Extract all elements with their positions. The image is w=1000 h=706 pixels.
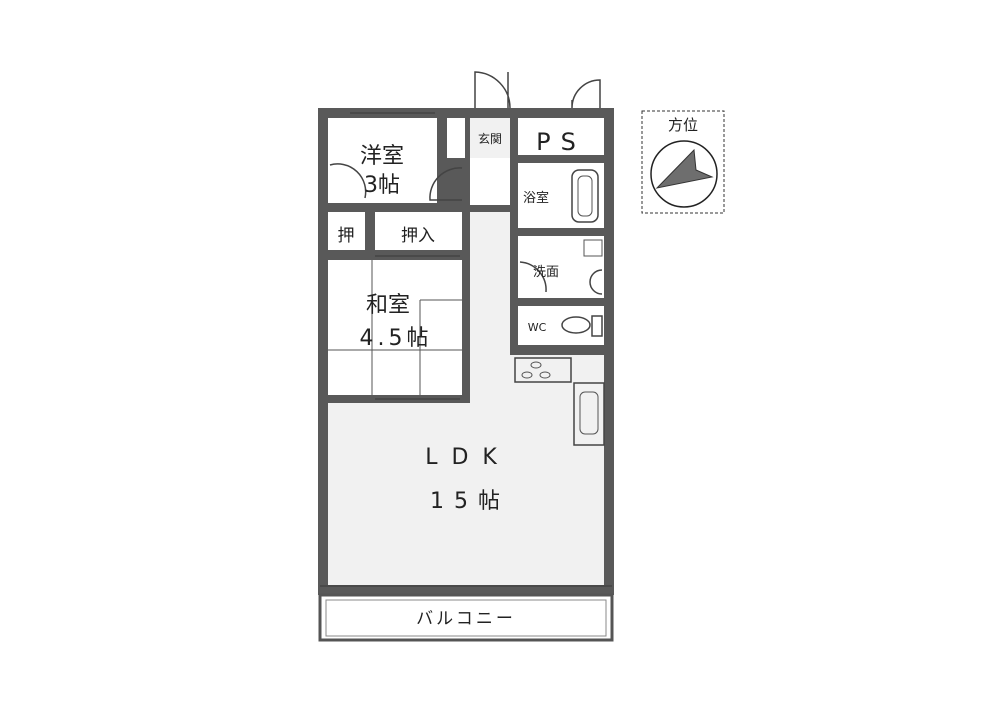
kitchen-area [510, 355, 604, 405]
washroom-door [519, 261, 547, 293]
north-arrow-icon [655, 148, 714, 189]
ps-label: PS [536, 128, 586, 156]
balcony [318, 593, 614, 642]
japanese-room [328, 260, 462, 395]
windows [320, 112, 612, 587]
ps-door [571, 79, 601, 109]
sink-basin [579, 391, 599, 435]
small-closet [328, 212, 365, 250]
balcony-rail [325, 599, 607, 637]
kitchen-sink [573, 382, 605, 446]
washbasin [589, 269, 603, 295]
corridor [470, 212, 510, 412]
compass-label: 方位 [668, 116, 698, 134]
western-room [328, 118, 437, 203]
bathtub-inner [577, 175, 593, 217]
entrance-hall [470, 158, 510, 205]
washroom [518, 236, 604, 298]
compass: 方位 [641, 110, 725, 214]
western-room-name: 洋室 [360, 144, 404, 169]
entrance [470, 118, 510, 158]
western-room-size: 3帖 [364, 173, 400, 198]
ldk-name: LDK [425, 445, 511, 470]
toilet-tank [591, 315, 603, 337]
entrance-closet [447, 118, 465, 158]
bathtub [571, 169, 599, 223]
toilet [561, 316, 591, 334]
bathroom [518, 163, 604, 228]
small-closet-label: 押 [338, 226, 355, 246]
ldk-size: 15帖 [430, 489, 510, 514]
bath-label: 浴室 [523, 190, 549, 206]
washroom-label: 洗面 [533, 265, 559, 280]
washing-machine [583, 239, 603, 257]
burner-icons [521, 361, 551, 379]
stove [514, 357, 572, 383]
japanese-room-size: 4.5帖 [360, 326, 433, 351]
tatami-lines [328, 260, 462, 395]
japanese-room-name: 和室 [366, 293, 410, 318]
western-room-door [429, 167, 463, 201]
closet-label: 押入 [401, 226, 435, 246]
entry-door [474, 71, 511, 109]
ldk-room [328, 403, 604, 585]
balcony-label: バルコニー [416, 609, 516, 629]
ps-room [518, 118, 604, 155]
wc-label: WC [528, 321, 547, 334]
entrance-label: 玄関 [478, 131, 502, 146]
closet [375, 212, 462, 250]
western-room-door-swing [329, 163, 367, 199]
